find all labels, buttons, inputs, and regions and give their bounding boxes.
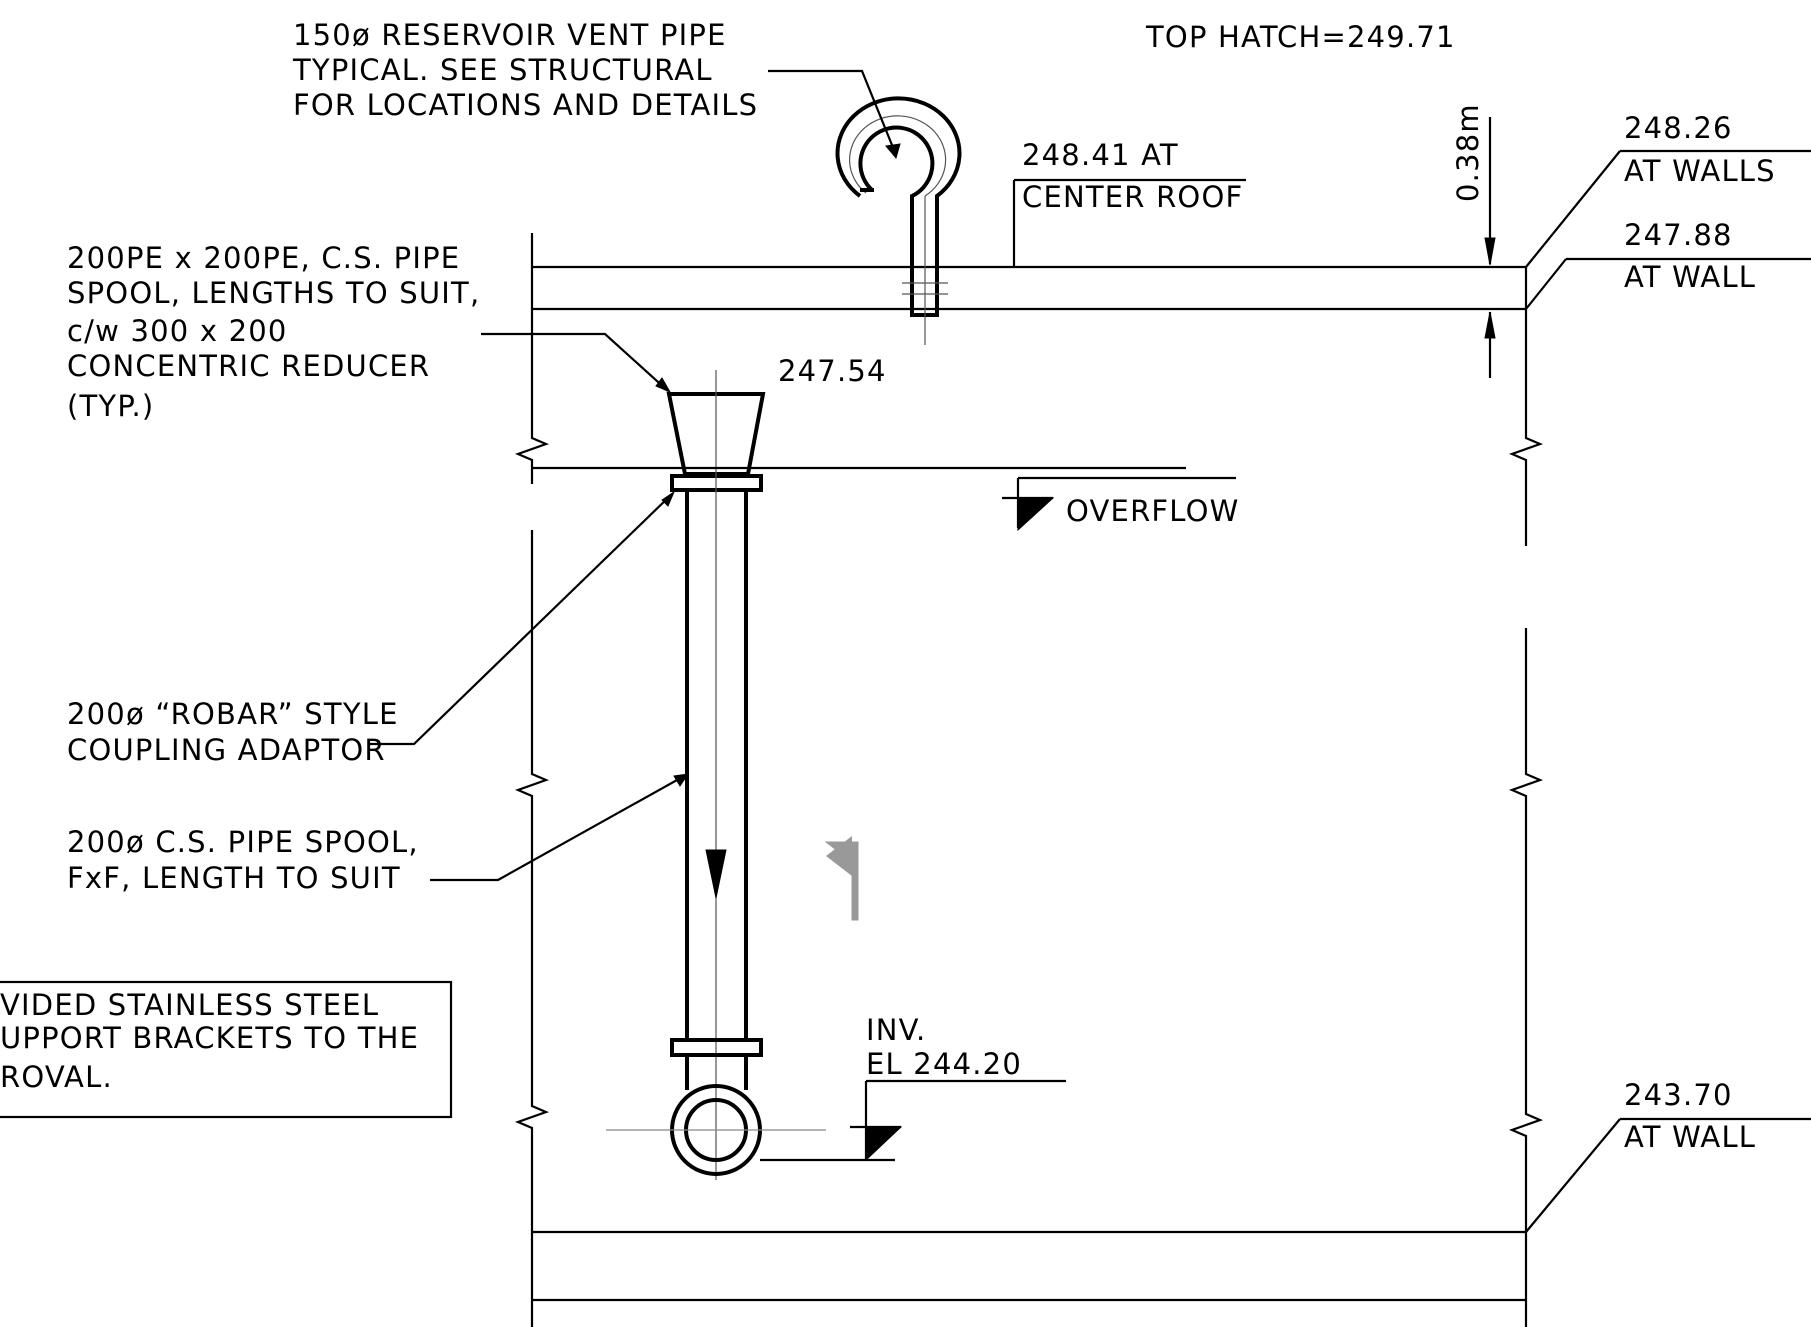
overflow-level bbox=[532, 466, 1236, 532]
spool-reducer-line-2: SPOOL, LENGTHS TO SUIT, bbox=[67, 276, 480, 310]
pipe-spool-reducer-callout: 200PE x 200PE, C.S. PIPE SPOOL, LENGTHS … bbox=[67, 241, 480, 423]
callout-leaders bbox=[370, 69, 901, 882]
invert-elevation-label: INV. EL 244.20 bbox=[866, 1013, 1022, 1081]
note-line-3: ROVAL. bbox=[0, 1060, 113, 1094]
note-line-2: UPPORT BRACKETS TO THE bbox=[0, 1021, 419, 1055]
vent-pipe bbox=[835, 96, 962, 345]
roof-thickness-dimension bbox=[1484, 117, 1496, 378]
invert-line-2: EL 244.20 bbox=[866, 1047, 1022, 1081]
vent-callout-line-2: TYPICAL. SEE STRUCTURAL bbox=[292, 53, 713, 87]
roof-walls-elev-value: 248.26 bbox=[1624, 111, 1733, 145]
reducer-elevation-label: 247.54 bbox=[778, 354, 887, 388]
floor-wall-elev-text: AT WALL bbox=[1624, 1120, 1756, 1154]
center-roof-label: 248.41 AT CENTER ROOF bbox=[1022, 138, 1243, 214]
note-box bbox=[0, 980, 453, 1119]
center-roof-line-1: 248.41 AT bbox=[1022, 138, 1179, 172]
floor-wall-elevation: 243.70 AT WALL bbox=[1624, 1078, 1756, 1154]
spool-reducer-line-4: CONCENTRIC REDUCER bbox=[67, 349, 430, 383]
invert-marker bbox=[760, 1079, 1066, 1162]
spool-reducer-line-1: 200PE x 200PE, C.S. PIPE bbox=[67, 241, 460, 275]
overflow-label: OVERFLOW bbox=[1066, 494, 1240, 528]
overflow-pipe bbox=[606, 370, 826, 1180]
note-box-text: VIDED STAINLESS STEEL UPPORT BRACKETS TO… bbox=[0, 988, 419, 1094]
thickness-label: 0.38m bbox=[1451, 103, 1485, 202]
left-wall bbox=[514, 233, 550, 1327]
roof-wall-elev-text: AT WALL bbox=[1624, 260, 1756, 294]
roof-wall-elevation: 247.88 AT WALL bbox=[1624, 218, 1756, 294]
pipe-spool-line-2: FxF, LENGTH TO SUIT bbox=[67, 861, 401, 895]
top-hatch-label: TOP HATCH=249.71 bbox=[1145, 20, 1456, 54]
spool-reducer-line-3: c/w 300 x 200 bbox=[67, 314, 288, 348]
floor-wall-elev-value: 243.70 bbox=[1624, 1078, 1733, 1112]
vent-pipe-callout: 150ø RESERVOIR VENT PIPE TYPICAL. SEE ST… bbox=[292, 18, 758, 122]
note-line-1: VIDED STAINLESS STEEL bbox=[0, 988, 379, 1022]
roof-wall-elev-value: 247.88 bbox=[1624, 218, 1733, 252]
roof-elevation-leaders bbox=[1012, 149, 1811, 1233]
center-roof-line-2: CENTER ROOF bbox=[1022, 180, 1243, 214]
section-flag-symbol bbox=[824, 836, 859, 921]
coupling-line-1: 200ø “ROBAR” STYLE bbox=[67, 697, 399, 731]
pipe-spool-callout: 200ø C.S. PIPE SPOOL, FxF, LENGTH TO SUI… bbox=[67, 825, 419, 895]
floor-slab bbox=[532, 1230, 1526, 1302]
roof-walls-elev-text: AT WALLS bbox=[1624, 154, 1776, 188]
vent-callout-line-1: 150ø RESERVOIR VENT PIPE bbox=[293, 18, 727, 52]
right-wall bbox=[1508, 267, 1544, 1327]
invert-line-1: INV. bbox=[866, 1013, 926, 1047]
roof-walls-elevation: 248.26 AT WALLS bbox=[1624, 111, 1776, 188]
pipe-spool-line-1: 200ø C.S. PIPE SPOOL, bbox=[67, 825, 419, 859]
vent-callout-line-3: FOR LOCATIONS AND DETAILS bbox=[293, 88, 758, 122]
coupling-line-2: COUPLING ADAPTOR bbox=[67, 733, 386, 767]
spool-reducer-line-5: (TYP.) bbox=[67, 389, 154, 423]
roof-slab bbox=[532, 265, 1526, 311]
coupling-callout: 200ø “ROBAR” STYLE COUPLING ADAPTOR bbox=[67, 697, 399, 767]
